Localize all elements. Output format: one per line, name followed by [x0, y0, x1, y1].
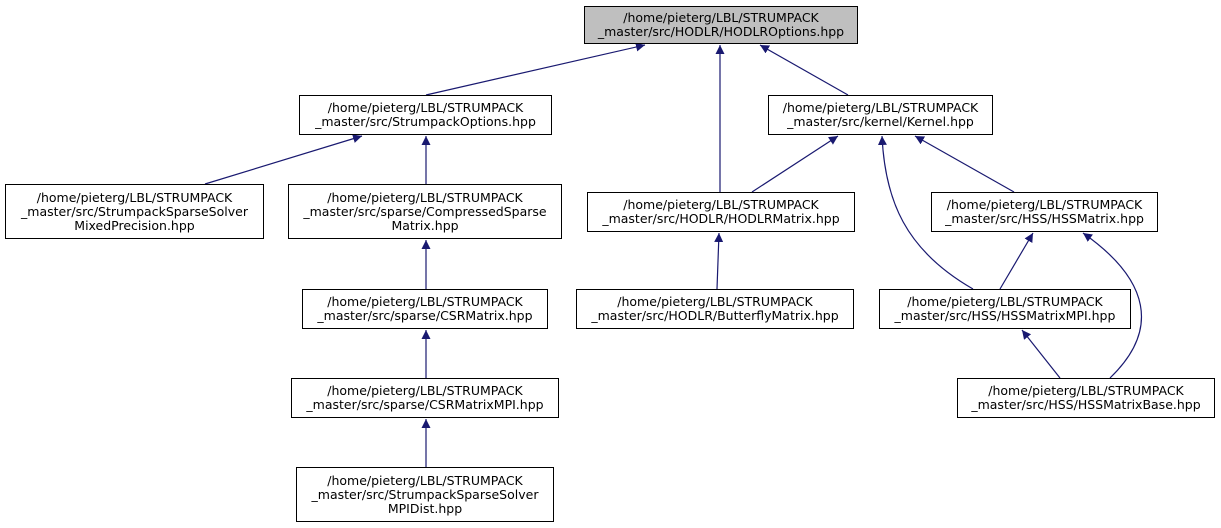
- node-line: MixedPrecision.hpp: [74, 217, 195, 233]
- node-line: _master/src/HODLR/ButterflyMatrix.hpp: [591, 308, 839, 323]
- node-line: /home/pieterg/LBL/STRUMPACK: [623, 10, 819, 25]
- node-line: /home/pieterg/LBL/STRUMPACK: [327, 294, 523, 309]
- edge-hss_matrix_base-to-hss_matrix_mpi: [1021, 329, 1061, 379]
- node-hss-matrix-base[interactable]: /home/pieterg/LBL/STRUMPACK _master/src/…: [957, 378, 1215, 418]
- node-hodlr-matrix[interactable]: /home/pieterg/LBL/STRUMPACK _master/src/…: [587, 192, 855, 232]
- node-line: _master/src/StrumpackSparseSolver: [21, 203, 248, 219]
- node-butterfly-matrix[interactable]: /home/pieterg/LBL/STRUMPACK _master/src/…: [576, 289, 854, 329]
- node-compressed-sparse[interactable]: /home/pieterg/LBL/STRUMPACK _master/src/…: [288, 184, 562, 239]
- node-line: _master/src/HODLR/HODLRMatrix.hpp: [602, 211, 840, 226]
- edge-strumpack_options-to-root: [425, 42, 646, 96]
- node-line: _master/src/StrumpackOptions.hpp: [315, 114, 536, 129]
- node-line: /home/pieterg/LBL/STRUMPACK: [617, 294, 813, 309]
- edge-hss_matrix_mpi-to-kernel: [877, 135, 974, 290]
- node-line: /home/pieterg/LBL/STRUMPACK: [907, 294, 1103, 309]
- node-mpi-dist[interactable]: /home/pieterg/LBL/STRUMPACK _master/src/…: [296, 467, 554, 522]
- edge-kernel-to-root: [759, 44, 849, 96]
- node-line: _master/src/sparse/CompressedSparse: [303, 203, 547, 219]
- node-line: _master/src/HSS/HSSMatrixMPI.hpp: [894, 308, 1116, 323]
- node-line: _master/src/HODLR/HODLROptions.hpp: [597, 24, 845, 39]
- node-line: _master/src/StrumpackSparseSolver: [311, 486, 539, 502]
- node-line: /home/pieterg/LBL/STRUMPACK: [36, 189, 233, 205]
- edge-hss_matrix_mpi-to-hss_matrix: [999, 232, 1034, 290]
- node-csr-matrix[interactable]: /home/pieterg/LBL/STRUMPACK _master/src/…: [302, 289, 548, 329]
- node-line: _master/src/kernel/Kernel.hpp: [787, 114, 974, 129]
- node-line: /home/pieterg/LBL/STRUMPACK: [327, 100, 524, 115]
- node-mixed-precision[interactable]: /home/pieterg/LBL/STRUMPACK _master/src/…: [5, 184, 264, 239]
- node-line: /home/pieterg/LBL/STRUMPACK: [327, 383, 523, 398]
- edge-mixed_precision-to-strumpack_options: [204, 134, 363, 185]
- edge-hss_matrix-to-kernel: [914, 135, 1015, 193]
- node-line: Matrix.hpp: [391, 217, 459, 233]
- edge-butterfly-to-hodlr_matrix: [714, 232, 724, 290]
- node-line: _master/src/sparse/CSRMatrix.hpp: [317, 308, 533, 323]
- edge-hodlr_matrix-to-kernel: [751, 135, 839, 193]
- node-line: /home/pieterg/LBL/STRUMPACK: [623, 197, 819, 212]
- node-csr-matrix-mpi[interactable]: /home/pieterg/LBL/STRUMPACK _master/src/…: [291, 378, 559, 418]
- node-line: _master/src/HSS/HSSMatrixBase.hpp: [971, 397, 1201, 412]
- node-line: /home/pieterg/LBL/STRUMPACK: [327, 472, 523, 488]
- node-line: _master/src/sparse/CSRMatrixMPI.hpp: [306, 397, 544, 412]
- edge-hss_matrix_base-to-hss_matrix: [1082, 232, 1142, 379]
- node-kernel[interactable]: /home/pieterg/LBL/STRUMPACK _master/src/…: [768, 95, 993, 135]
- node-line: /home/pieterg/LBL/STRUMPACK: [327, 189, 523, 205]
- node-line: /home/pieterg/LBL/STRUMPACK: [946, 197, 1143, 212]
- node-line: /home/pieterg/LBL/STRUMPACK: [782, 100, 979, 115]
- node-hss-matrix-mpi[interactable]: /home/pieterg/LBL/STRUMPACK _master/src/…: [879, 289, 1131, 329]
- node-hodlr-options[interactable]: /home/pieterg/LBL/STRUMPACK _master/src/…: [584, 6, 858, 44]
- edges-layer: [204, 42, 1142, 467]
- node-hss-matrix[interactable]: /home/pieterg/LBL/STRUMPACK _master/src/…: [931, 192, 1158, 232]
- node-line: _master/src/HSS/HSSMatrix.hpp: [945, 211, 1144, 226]
- node-line: MPIDist.hpp: [387, 500, 463, 516]
- node-strumpack-options[interactable]: /home/pieterg/LBL/STRUMPACK _master/src/…: [299, 95, 552, 135]
- node-line: /home/pieterg/LBL/STRUMPACK: [988, 383, 1184, 398]
